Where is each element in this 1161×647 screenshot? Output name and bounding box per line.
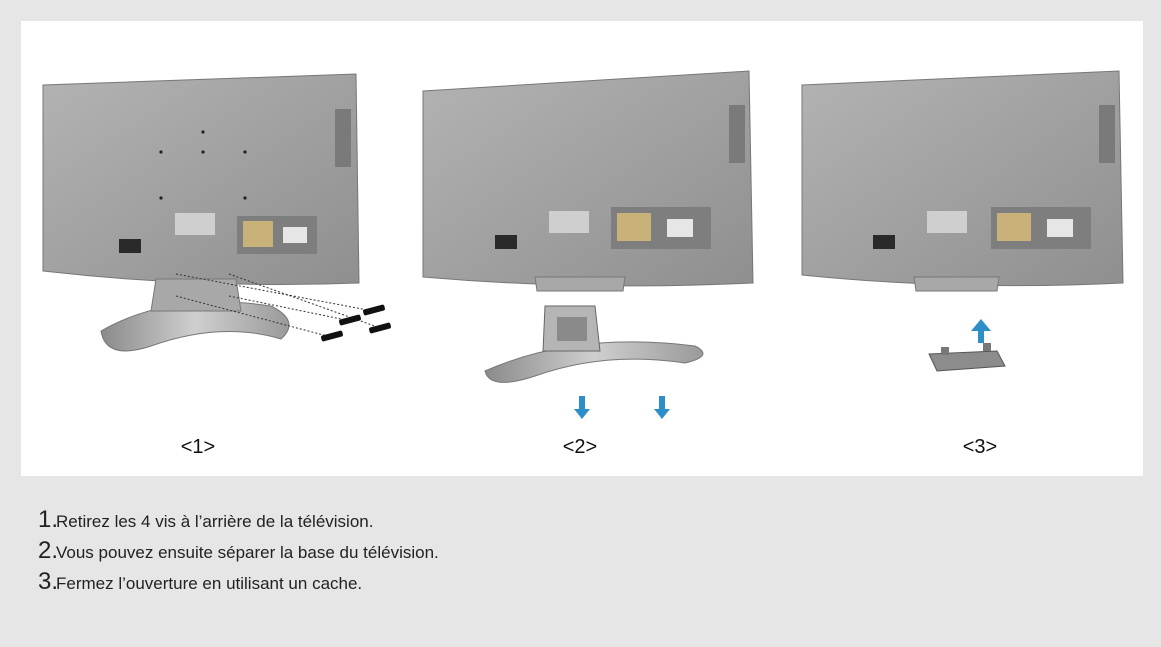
tv-back-with-stand-illustration (42, 73, 391, 352)
step-number: 2. (38, 537, 59, 564)
step-number: 3. (38, 568, 59, 595)
up-arrow (971, 319, 991, 343)
step-text: Fermez l’ouverture en utilisant un cache… (56, 574, 363, 593)
illustration-panel: <1> (21, 21, 1143, 476)
screws (321, 304, 391, 342)
step-item: 3. Fermez l’ouverture en utilisant un ca… (38, 568, 439, 599)
step-text: Vous pouvez ensuite séparer la base du t… (56, 543, 439, 562)
step-item: 2. Vous pouvez ensuite séparer la base d… (38, 537, 439, 568)
step-text: Retirez les 4 vis à l’arrière de la télé… (56, 512, 374, 531)
tv-stand-separation-illustration (422, 70, 754, 419)
step-item: 1. Retirez les 4 vis à l’arrière de la t… (38, 506, 439, 537)
power-socket (119, 239, 141, 253)
instruction-steps: 1. Retirez les 4 vis à l’arrière de la t… (38, 506, 439, 599)
figure-label: <1> (180, 436, 216, 458)
tv-body (801, 70, 1124, 287)
tv-body (422, 70, 754, 287)
figure-3: <3> (769, 21, 1143, 476)
cover-plate (928, 350, 1006, 372)
stand-neck (150, 278, 242, 312)
tv-cover-installation-illustration (801, 70, 1124, 372)
figure-label: <2> (562, 436, 598, 458)
down-arrows (574, 396, 670, 419)
figure-label: <3> (962, 436, 998, 458)
step-number: 1. (38, 506, 59, 533)
figure-2: <2> (395, 21, 769, 476)
figure-1: <1> (21, 21, 395, 476)
